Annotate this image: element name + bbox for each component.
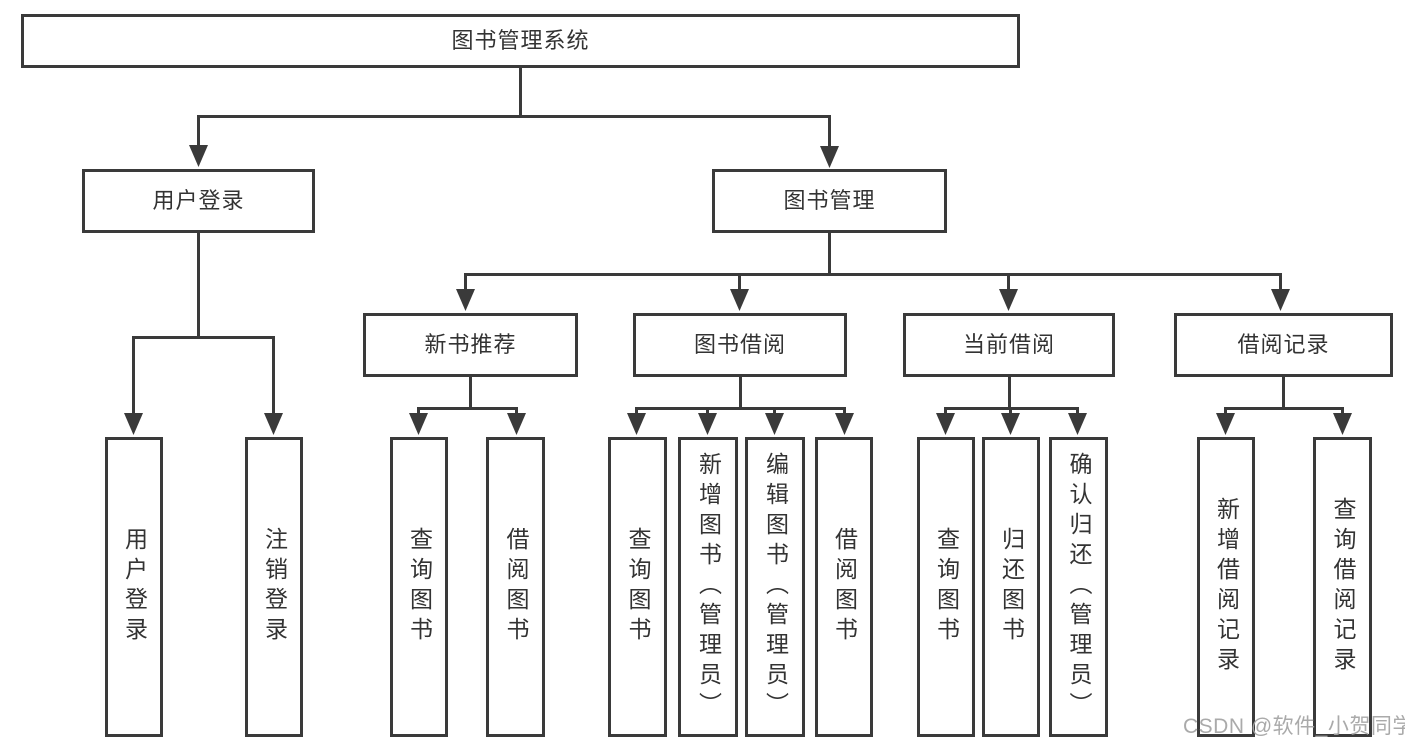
node-current-borrowing: 当前借阅 (903, 313, 1115, 377)
node-book-borrowing: 图书借阅 (633, 313, 847, 377)
arrowhead (409, 413, 428, 435)
arrowhead (1271, 289, 1290, 311)
arrowhead (835, 413, 854, 435)
leaf-edit-books-admin: 编辑图书（管理员） (745, 437, 805, 737)
leaf-add-borrow-record: 新增借阅记录 (1197, 437, 1255, 737)
node-label: 查询图书 (933, 527, 960, 647)
leaf-logout: 注销登录 (245, 437, 303, 737)
arrowhead (1068, 413, 1087, 435)
node-label: 当前借阅 (962, 332, 1055, 357)
leaf-user-login: 用户登录 (105, 437, 163, 737)
node-label: 查询借阅记录 (1330, 497, 1356, 677)
node-label: 查询图书 (406, 527, 433, 647)
node-label: 编辑图书（管理员） (762, 452, 789, 722)
node-label: 新增图书（管理员） (695, 452, 722, 722)
leaf-query-borrow-record: 查询借阅记录 (1313, 437, 1372, 737)
arrowhead (507, 413, 526, 435)
connector-recommend-bracket (417, 407, 518, 430)
leaf-query-books-current: 查询图书 (917, 437, 975, 737)
node-label: 新书推荐 (424, 332, 517, 357)
arrowhead (820, 146, 839, 168)
arrowhead (999, 289, 1018, 311)
connector-records-bracket (1224, 407, 1344, 430)
arrowhead (698, 413, 717, 435)
node-label: 图书管理系统 (451, 28, 590, 53)
arrowhead (730, 289, 749, 311)
node-label: 图书借阅 (693, 332, 786, 357)
arrowhead (1001, 413, 1020, 435)
node-label: 借阅图书 (503, 527, 529, 647)
arrowhead (765, 413, 784, 435)
leaf-query-books-recommend: 查询图书 (390, 437, 448, 737)
arrowhead (189, 145, 208, 167)
connector-current-bracket (944, 407, 1079, 430)
node-label: 查询图书 (625, 527, 651, 647)
watermark: CSDN @软件_小贺同学 (1183, 715, 1405, 738)
leaf-query-books-borrow: 查询图书 (608, 437, 667, 737)
leaf-return-books: 归还图书 (982, 437, 1040, 737)
node-label: 归还图书 (998, 527, 1025, 647)
node-label: 注销登录 (261, 527, 288, 647)
connector-borrow-bracket (635, 407, 846, 430)
arrowhead (936, 413, 955, 435)
node-new-book-recommend: 新书推荐 (363, 313, 578, 377)
arrowhead (124, 413, 143, 435)
arrowhead (1333, 413, 1352, 435)
node-label: 图书管理 (783, 188, 876, 213)
connector-user-login-bracket (132, 336, 275, 430)
node-user-login: 用户登录 (82, 169, 315, 233)
arrowhead (627, 413, 646, 435)
leaf-borrow-books-recommend: 借阅图书 (486, 437, 545, 737)
node-library-management-system: 图书管理系统 (21, 14, 1020, 68)
node-label: 确认归还（管理员） (1066, 452, 1092, 722)
leaf-borrow-books-borrow: 借阅图书 (815, 437, 873, 737)
node-book-management: 图书管理 (712, 169, 947, 233)
connector-level2-bracket (197, 115, 831, 162)
node-label: 借阅记录 (1237, 332, 1330, 357)
node-label: 借阅图书 (831, 527, 858, 647)
node-label: 用户登录 (121, 527, 148, 647)
node-borrowing-records: 借阅记录 (1174, 313, 1393, 377)
leaf-confirm-return-admin: 确认归还（管理员） (1049, 437, 1108, 737)
arrowhead (264, 413, 283, 435)
leaf-add-books-admin: 新增图书（管理员） (678, 437, 738, 737)
node-label: 新增借阅记录 (1213, 497, 1240, 677)
connector-level3-bracket (464, 273, 1282, 306)
node-label: 用户登录 (152, 188, 245, 213)
arrowhead (1216, 413, 1235, 435)
arrowhead (456, 289, 475, 311)
